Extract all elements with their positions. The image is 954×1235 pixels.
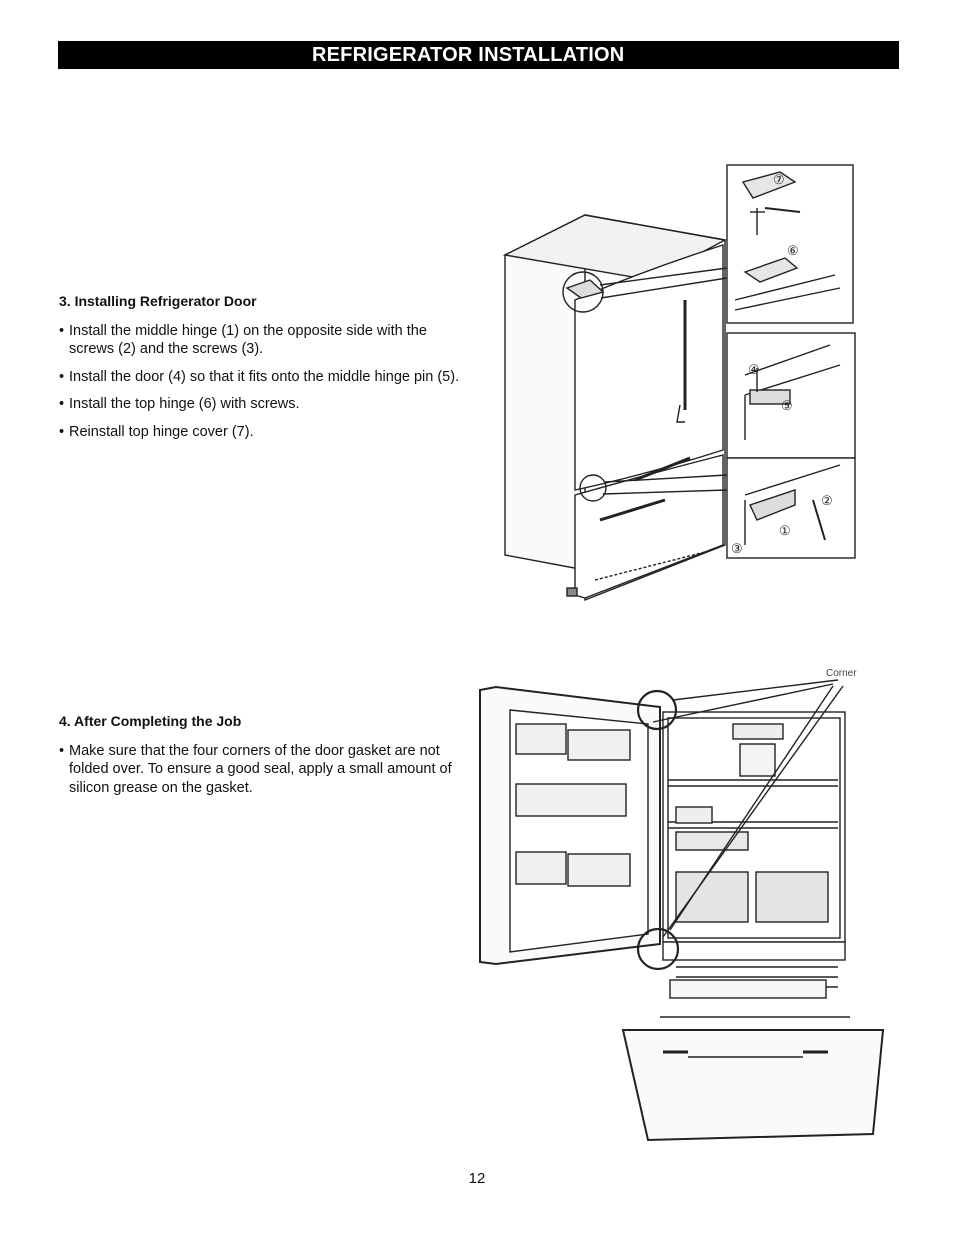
callout-3: ③ xyxy=(731,541,743,556)
section-title: 3. Installing Refrigerator Door xyxy=(59,293,257,309)
callout-1: ① xyxy=(779,523,791,538)
list-item: Install the door (4) so that it fits ont… xyxy=(59,368,464,387)
list-item: Reinstall top hinge cover (7). xyxy=(59,423,464,442)
callout-6: ⑥ xyxy=(787,243,799,258)
open-refrigerator-illustration: Corner xyxy=(479,668,885,1142)
corner-label: Corner xyxy=(826,668,857,679)
list-item: Install the top hinge (6) with screws. xyxy=(59,395,464,414)
instruction-list: Make sure that the four corners of the d… xyxy=(59,742,454,798)
callout-7: ⑦ xyxy=(773,172,785,187)
callout-4: ④ xyxy=(748,362,760,377)
header-bar: REFRIGERATOR INSTALLATION xyxy=(58,41,899,69)
page-number: 12 xyxy=(468,1170,486,1187)
section-title: 4. After Completing the Job xyxy=(59,713,242,729)
callout-2: ② xyxy=(821,493,833,508)
door-installation-illustration: ⑦ ⑥ ④ ⑤ ② ① ③ xyxy=(502,164,856,602)
list-item: Install the middle hinge (1) on the oppo… xyxy=(59,322,464,359)
page-title: REFRIGERATOR INSTALLATION xyxy=(312,44,625,66)
section-after-completing: 4. After Completing the Job Make sure th… xyxy=(59,712,454,806)
callout-5: ⑤ xyxy=(781,398,793,413)
section-installing-door: 3. Installing Refrigerator Door Install … xyxy=(59,292,464,450)
instruction-list: Install the middle hinge (1) on the oppo… xyxy=(59,322,464,442)
list-item: Make sure that the four corners of the d… xyxy=(59,742,454,798)
